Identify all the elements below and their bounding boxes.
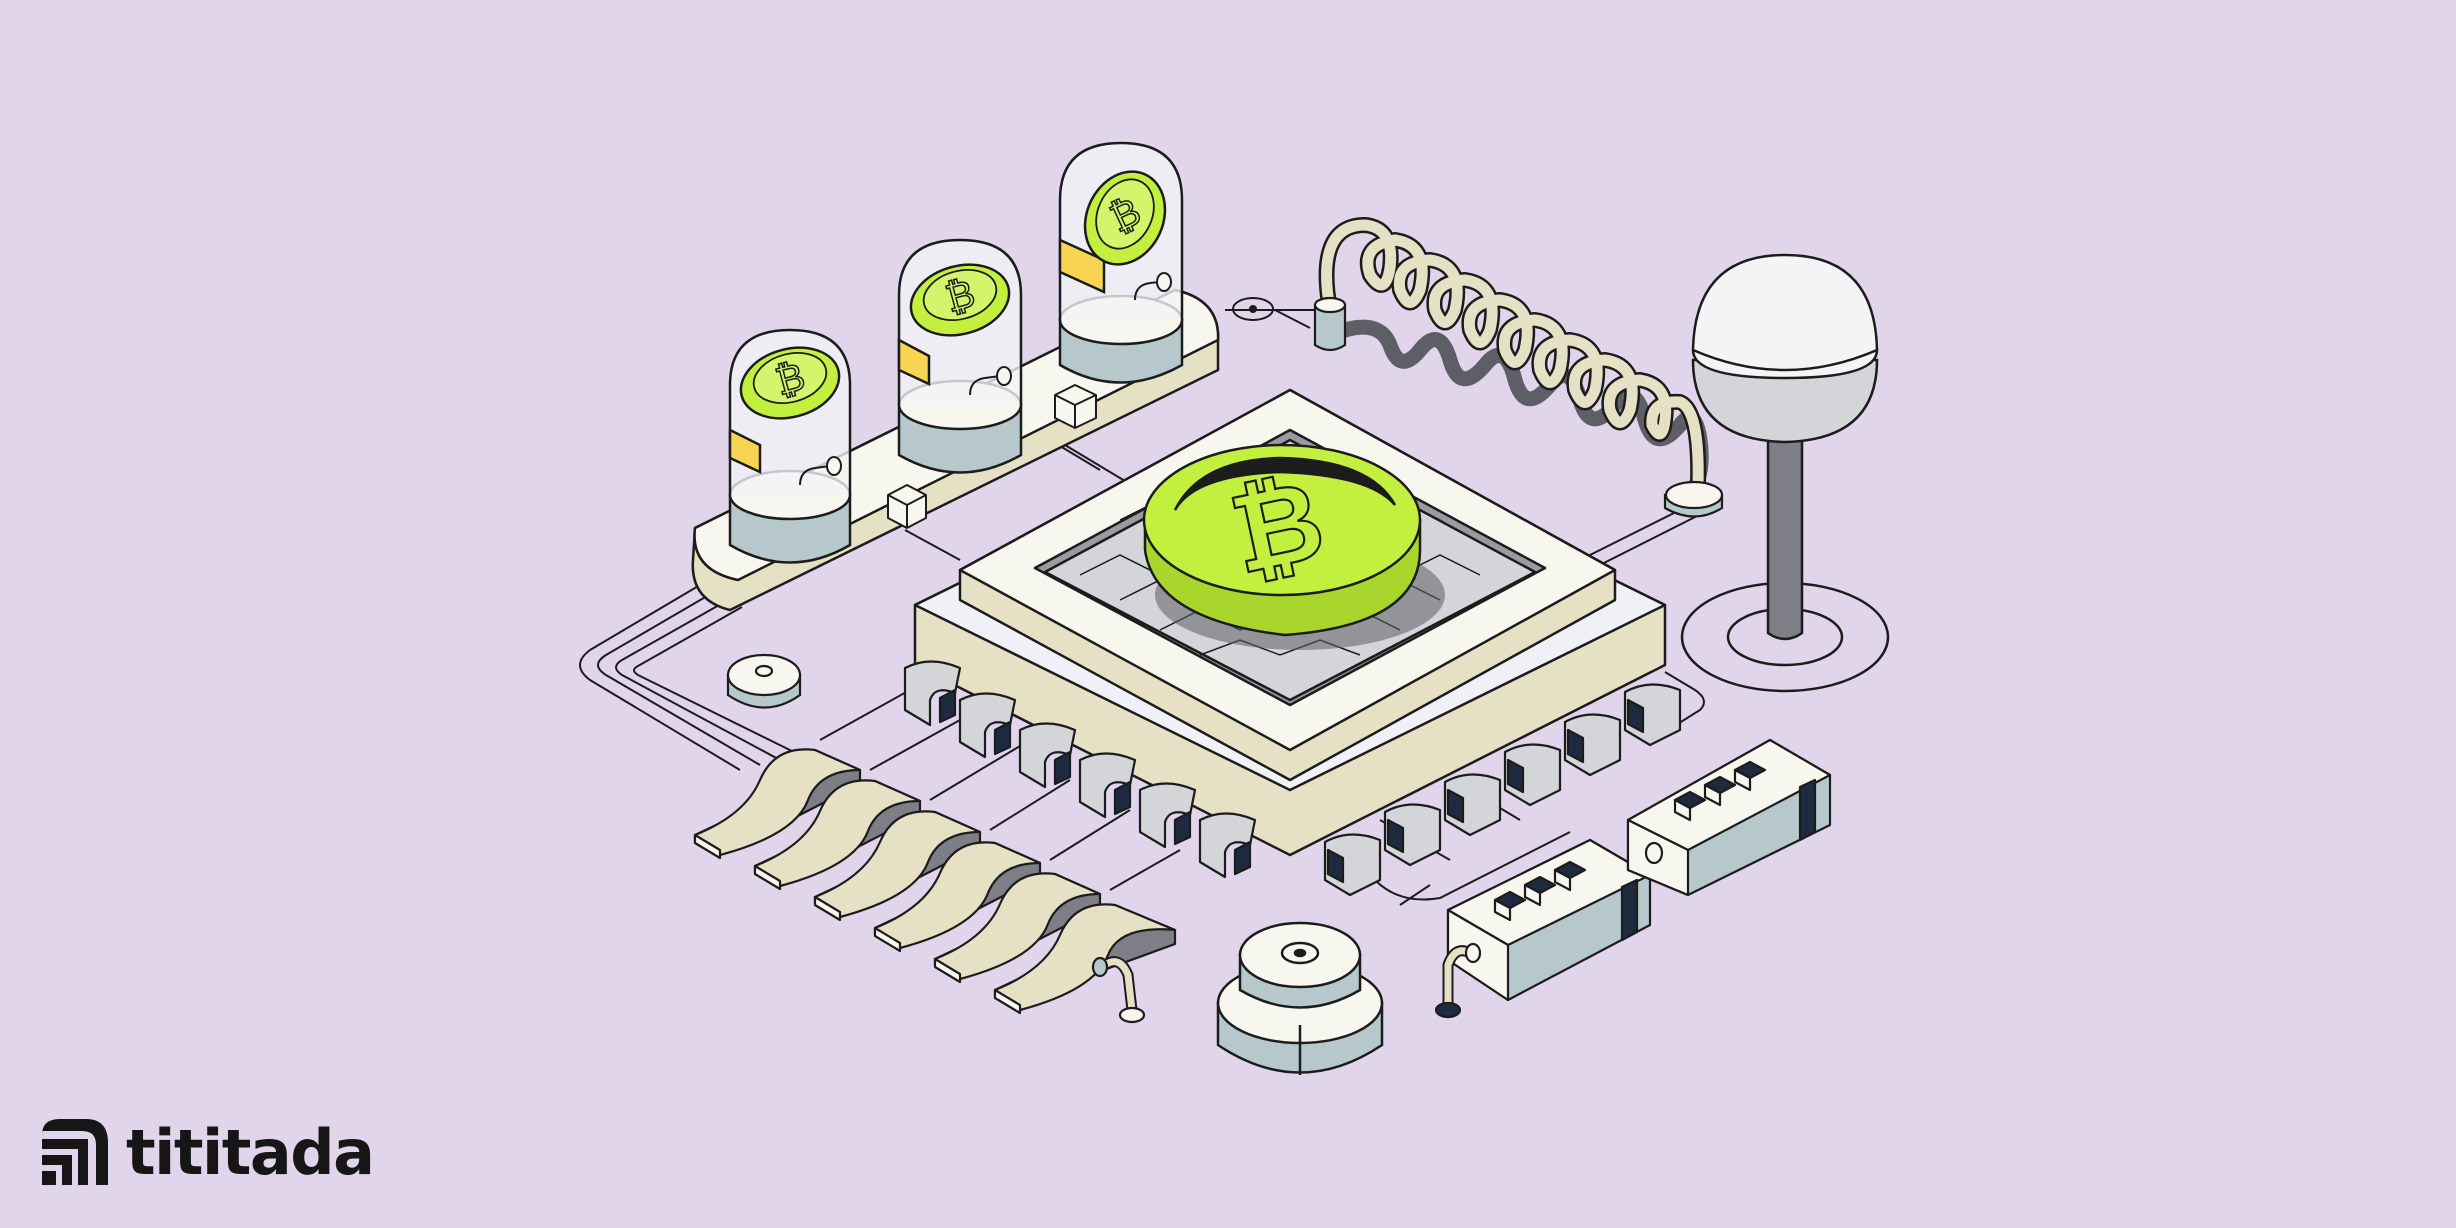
resistor-block-1: [1446, 838, 1652, 1002]
sphere-antenna: [1680, 253, 1890, 693]
glass-tube-1: ₿: [728, 328, 852, 564]
trace-via: [1232, 297, 1274, 321]
wave-ramp: [693, 748, 862, 860]
platform-cube: [887, 384, 1097, 529]
wave-ramps: [693, 748, 1177, 1015]
connector-hook-right: [1434, 942, 1482, 1019]
tititada-logo-icon: [42, 1119, 108, 1185]
coil-terminal: [1313, 296, 1724, 518]
wave-ramp: [873, 841, 1042, 953]
washer-component: [726, 653, 802, 709]
brand-logo: tititada: [38, 1115, 375, 1191]
connector-hook: [1091, 956, 1146, 1024]
glass-tube-2: ₿: [897, 238, 1023, 474]
trace-via-dot: [1249, 305, 1257, 313]
wave-ramp: [813, 810, 982, 922]
potentiometer: [1216, 921, 1384, 1075]
coil-spring: [1318, 216, 1709, 503]
resistor-block-2: [1626, 738, 1832, 897]
wave-ramp: [993, 903, 1177, 1015]
brand-wordmark: tititada: [126, 1116, 375, 1189]
wave-ramp: [753, 779, 922, 891]
wave-ramp: [933, 872, 1102, 984]
bitcoin-coin: ₿: [1142, 443, 1422, 637]
chip-pins: [903, 660, 1682, 897]
glass-tube-3: ₿: [1058, 141, 1184, 384]
